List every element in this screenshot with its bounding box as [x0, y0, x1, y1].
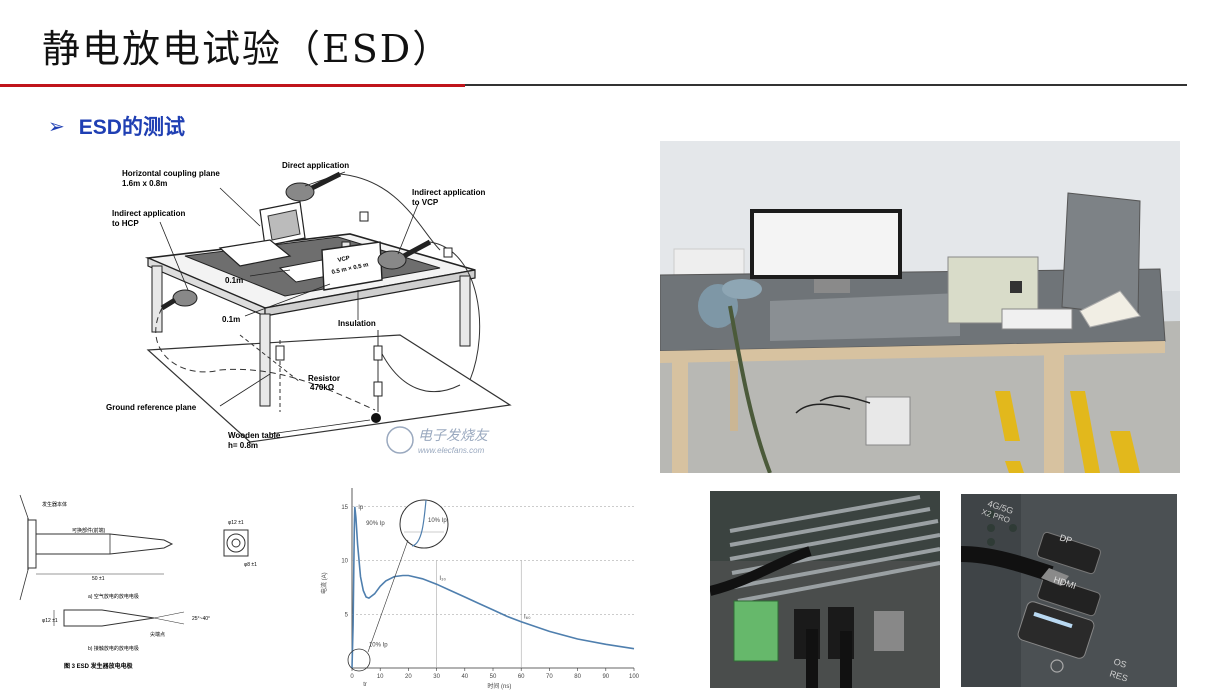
title-underline — [465, 84, 1187, 86]
label-angle: 25°~40° — [192, 616, 210, 622]
watermark-url: www.elecfans.com — [418, 446, 485, 455]
caption-air-discharge: a) 空气放电的放电电极 — [88, 593, 139, 600]
label-hcp: Horizontal coupling plane — [122, 169, 220, 178]
caption-contact-discharge: b) 接触放电的放电电极 — [88, 645, 139, 652]
x-tick-label: 20 — [405, 674, 412, 680]
x-tick-label: 60 — [518, 674, 525, 680]
heatsink-ports-photo — [710, 491, 940, 688]
label-wooden-table: Wooden table — [228, 431, 281, 440]
x-tick-label: 40 — [461, 674, 468, 680]
label-tip-point: 尖端点 — [150, 631, 165, 638]
section-heading: ➢ ESD的测试 — [48, 112, 185, 140]
x-tick-label: 90 — [602, 674, 609, 680]
dp-hdmi-panel-photo: 4G/5G X2 PRO DP HDMI OS RES — [961, 494, 1177, 687]
x-axis-label: 时间 (ns) — [487, 682, 511, 690]
y-axis-label: 电流 (A) — [320, 572, 328, 594]
label-vcp: VCP — [337, 256, 350, 264]
zoom-inset-circle — [399, 499, 449, 549]
label-distance-2: 0.1m — [222, 315, 240, 324]
x-tick-label: 10 — [377, 674, 384, 680]
label-replaceable-tip: 可换部件(前端) — [72, 527, 106, 534]
label-direct-application: Direct application — [282, 161, 349, 170]
label-resistor-value: 470kΩ — [310, 383, 335, 392]
label-hcp-size: 1.6m x 0.8m — [122, 179, 167, 188]
x-tick-label: 50 — [490, 674, 497, 680]
y-tick-label: 5 — [345, 612, 349, 618]
y-tick-label: 15 — [341, 505, 348, 511]
label-dia-outer: φ12 ±1 — [228, 520, 244, 526]
panel-label-os: OS — [1112, 656, 1127, 670]
label-ground-plane: Ground reference plane — [106, 403, 197, 412]
arrow-bullet-icon: ➢ — [48, 114, 65, 138]
label-90-percent: 90% Ip — [366, 521, 385, 527]
section-heading-text: ESD的测试 — [78, 116, 185, 139]
label-dia-inner: φ8 ±1 — [244, 562, 257, 568]
label-indirect-vcp-2: to VCP — [412, 198, 439, 207]
electrode-drawing: 发生器本体 可换部件(前端) 50 ±1 a) 空气放电的放电电极 φ12 ±1… — [14, 490, 284, 680]
label-generator-body: 发生器本体 — [42, 501, 67, 508]
label-i60: I₆₀ — [524, 615, 531, 621]
label-zoom-10-percent: 10% Ip — [428, 518, 447, 524]
x-tick-label: 80 — [574, 674, 581, 680]
panel-label-dp: DP — [1058, 532, 1073, 545]
label-insulation: Insulation — [338, 319, 376, 328]
x-tick-label: 70 — [546, 674, 553, 680]
waveform-series-line — [351, 506, 635, 669]
watermark-logo-icon — [386, 426, 414, 454]
label-indirect-vcp-1: Indirect application — [412, 188, 485, 197]
label-table-height: h= 0.8m — [228, 441, 258, 450]
label-indirect-hcp-1: Indirect application — [112, 209, 185, 218]
label-indirect-hcp-2: to HCP — [112, 219, 139, 228]
esd-setup-diagram: Direct application Horizontal coupling p… — [100, 150, 520, 465]
title-underline-accent — [0, 84, 465, 87]
x-tick-label: 0 — [350, 674, 354, 680]
x-tick-label: 30 — [433, 674, 440, 680]
y-tick-label: 10 — [341, 559, 348, 565]
x-tick-label: 100 — [629, 674, 640, 680]
label-10-percent: 10% Ip — [369, 643, 388, 649]
watermark-brand: 电子发烧友 — [418, 427, 490, 443]
figure-caption: 图 3 ESD 发生器放电电极 — [64, 662, 134, 670]
label-distance-1: 0.1m — [225, 276, 243, 285]
esd-current-waveform-chart: 5 10 15 0 10 20 30 40 50 60 70 80 90 100 电流 (A) 时间 (n… — [312, 482, 652, 692]
slide-title: 静电放电试验（ESD） — [42, 27, 453, 71]
label-resistor: Resistor — [308, 374, 340, 383]
label-ip: Ip — [358, 505, 364, 511]
label-dia-contact: φ12 ±1 — [42, 618, 58, 624]
label-rise-time: tr — [363, 682, 367, 688]
label-i30: I₃₀ — [439, 576, 446, 582]
label-length: 50 ±1 — [92, 576, 105, 582]
test-bench-photo — [660, 141, 1180, 473]
